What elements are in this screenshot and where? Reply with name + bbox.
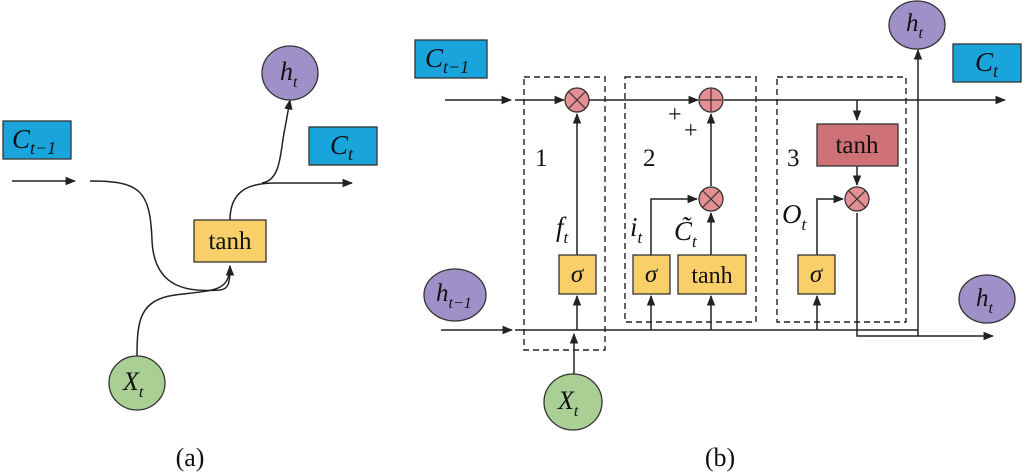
i-t-label: it <box>630 212 644 247</box>
b-c-t-box: Ct <box>952 43 1022 83</box>
svg-text:Xt: Xt <box>557 386 579 420</box>
svg-text:σ: σ <box>645 261 659 288</box>
a-c-prev-box: Ct−1 <box>2 120 72 160</box>
svg-text:tanh: tanh <box>691 263 732 289</box>
gate-number-3: 3 <box>787 145 800 172</box>
a-h-out-arrow <box>261 98 293 184</box>
gate-box-3 <box>776 76 907 323</box>
gate-number-1: 1 <box>535 145 548 172</box>
gate-box-1 <box>523 76 606 351</box>
a-x-t-node: Xt <box>108 355 166 411</box>
svg-text:tanh: tanh <box>835 132 879 159</box>
output-sigma-box: σ <box>797 254 836 295</box>
svg-text:ht−1: ht−1 <box>436 280 472 312</box>
a-caption: (a) <box>176 443 205 472</box>
b-c-prev-box: Ct−1 <box>414 39 488 79</box>
o-t-line <box>816 194 845 255</box>
b-h-t-right-node: ht <box>958 274 1016 324</box>
a-x-path <box>136 265 231 357</box>
i-t-line <box>650 194 699 255</box>
a-c-t-box: Ct <box>308 126 378 166</box>
output-tanh-box: tanh <box>816 123 899 167</box>
b-h-prev-node: ht−1 <box>423 268 487 322</box>
svg-text:Ct−1: Ct−1 <box>425 43 469 77</box>
gate-box-2 <box>624 76 757 323</box>
svg-text:σ: σ <box>571 261 585 288</box>
a-c-path <box>89 180 235 292</box>
b-caption: (b) <box>705 443 735 472</box>
input-sigma-box: σ <box>632 254 671 295</box>
o-t-label: Ot <box>782 199 808 234</box>
svg-text:Ct: Ct <box>330 130 354 164</box>
svg-text:ht: ht <box>976 285 994 317</box>
forget-sigma-box: σ <box>558 254 597 295</box>
svg-text:tanh: tanh <box>208 228 252 255</box>
candidate-tanh-box: tanh <box>677 254 747 295</box>
gate-number-2: 2 <box>643 145 656 172</box>
svg-text:Ct−1: Ct−1 <box>12 124 56 158</box>
svg-text:σ: σ <box>810 261 824 288</box>
f-t-label: ft <box>556 212 570 247</box>
panel-a: Ct−1 tanh ht Ct <box>2 45 378 472</box>
input-multiply-op <box>698 186 724 212</box>
plus-sign-1: + <box>668 102 682 128</box>
c-tilde-label: C̃t <box>674 216 698 251</box>
forget-multiply-op <box>564 87 590 113</box>
a-tanh-box: tanh <box>193 219 267 263</box>
b-x-t-node: Xt <box>543 373 603 431</box>
a-h-t-node: ht <box>261 45 319 101</box>
b-h-t-top-node: ht <box>888 0 946 50</box>
svg-text:ht: ht <box>906 10 924 42</box>
plus-sign-2: + <box>684 118 698 144</box>
svg-text:Xt: Xt <box>122 367 144 401</box>
a-c-out-arrow <box>229 178 354 221</box>
svg-text:Ct: Ct <box>975 47 999 81</box>
panel-b: Ct−1 Ct 1 2 3 <box>414 0 1022 472</box>
output-multiply-op <box>844 186 870 212</box>
add-op <box>698 87 724 113</box>
svg-text:ht: ht <box>280 57 298 91</box>
b-h-out-arrow <box>856 213 995 341</box>
